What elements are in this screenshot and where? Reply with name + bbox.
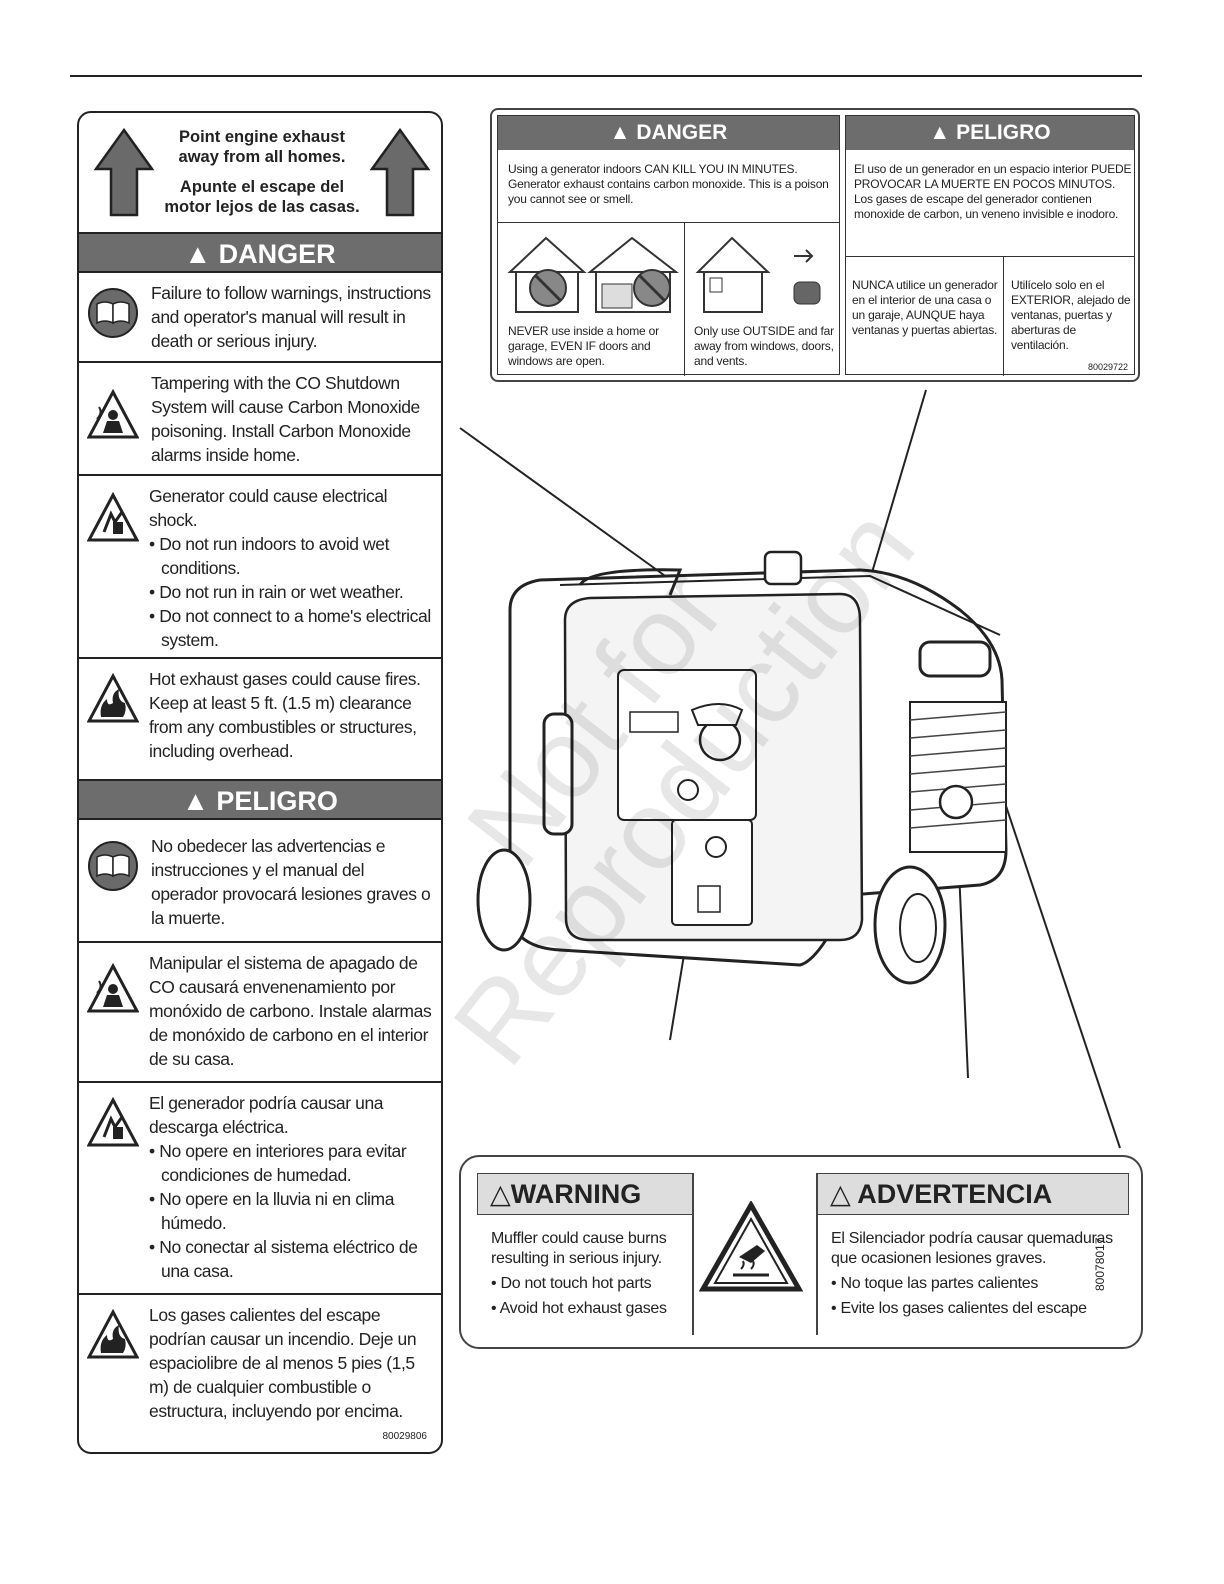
part-number: 80029722 bbox=[1087, 362, 1128, 372]
left-safety-label: Point engine exhaust away from all homes… bbox=[77, 111, 443, 1454]
danger-item-co-shutdown: Tampering with the CO Shutdown System wi… bbox=[79, 361, 441, 474]
electric-shock-icon bbox=[87, 492, 139, 542]
danger-header: ▲ DANGER bbox=[79, 232, 441, 273]
peligro-panel-es: ▲ PELIGRO El uso de un generador en un e… bbox=[845, 115, 1135, 376]
toxic-fumes-icon bbox=[87, 389, 139, 439]
danger-item-manual: Failure to follow warnings, instructions… bbox=[79, 273, 441, 361]
peligro-header: ▲ PELIGRO bbox=[79, 779, 441, 820]
warning-triangle-icon: ▲ bbox=[929, 121, 951, 144]
peligro-item-co: Manipular el sistema de apagado de CO ca… bbox=[79, 941, 441, 1081]
generator-illustration bbox=[459, 389, 1121, 1149]
manual-book-icon bbox=[88, 841, 138, 891]
advertencia-header: △ ADVERTENCIA bbox=[817, 1173, 1129, 1215]
exhaust-instruction-es: Apunte el escape del motor lejos de las … bbox=[164, 178, 360, 216]
warning-triangle-icon: △ bbox=[490, 1179, 511, 1209]
peligro-item-shock: El generador podría causar una descarga … bbox=[79, 1081, 441, 1293]
leader-line bbox=[459, 427, 669, 579]
warning-triangle-icon: ▲ bbox=[609, 121, 631, 144]
warning-triangle-icon: ▲ bbox=[184, 239, 212, 269]
top-rule bbox=[70, 75, 1142, 77]
peligro-header-es: ▲ PELIGRO bbox=[846, 116, 1134, 150]
top-safety-label: ▲ DANGER Using a generator indoors CAN K… bbox=[490, 108, 1140, 382]
warning-triangle-icon: △ bbox=[830, 1179, 851, 1209]
warning-text-en: Muffler could cause burns resulting in s… bbox=[491, 1230, 667, 1317]
up-arrow-icon bbox=[369, 127, 431, 217]
house-garage-crossed-icon bbox=[507, 236, 679, 313]
electric-shock-icon bbox=[87, 1097, 139, 1147]
warning-triangle-icon: ▲ bbox=[182, 786, 209, 816]
fire-hazard-icon bbox=[87, 1309, 139, 1359]
danger-header-en: ▲ DANGER bbox=[498, 116, 839, 150]
toxic-fumes-icon bbox=[87, 963, 139, 1013]
warning-text-es: El Silenciador podría causar quemaduras … bbox=[831, 1230, 1113, 1317]
danger-item-fire-en: Hot exhaust gases could cause fires. Kee… bbox=[79, 657, 441, 779]
part-number: 80029806 bbox=[382, 1431, 428, 1442]
exhaust-instruction-en: Point engine exhaust away from all homes… bbox=[178, 128, 346, 166]
danger-panel-en: ▲ DANGER Using a generator indoors CAN K… bbox=[497, 115, 840, 376]
house-outside-icon bbox=[695, 236, 821, 313]
danger-item-shock-en: Generator could cause electrical shock. … bbox=[79, 474, 441, 657]
peligro-item-fire: Los gases calientes del escape podrían c… bbox=[79, 1293, 441, 1452]
peligro-item-manual: No obedecer las advertencias e instrucci… bbox=[79, 820, 441, 941]
up-arrow-icon bbox=[93, 127, 155, 217]
warning-header: △WARNING bbox=[477, 1173, 693, 1215]
muffler-warning-label: △WARNING Muffler could cause burns resul… bbox=[459, 1155, 1143, 1349]
hot-surface-icon bbox=[699, 1201, 803, 1292]
fire-hazard-icon bbox=[87, 673, 139, 723]
manual-book-icon bbox=[88, 288, 138, 338]
part-number: 80078017 bbox=[1093, 1237, 1107, 1291]
leader-line bbox=[867, 389, 927, 587]
